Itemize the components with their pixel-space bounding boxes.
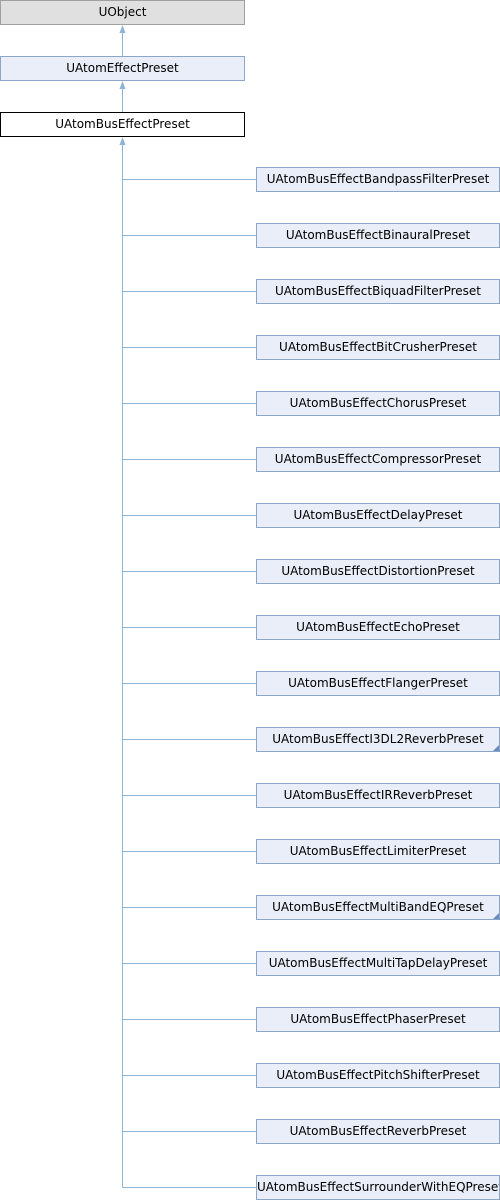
arrow-to-uatomeffectpreset [119, 81, 126, 89]
class-node-child[interactable]: UAtomBusEffectMultiBandEQPreset [256, 895, 500, 920]
class-node-child[interactable]: UAtomBusEffectEchoPreset [256, 615, 500, 640]
class-node-child[interactable]: UAtomBusEffectBinauralPreset [256, 223, 500, 248]
class-node-child[interactable]: UAtomBusEffectDelayPreset [256, 503, 500, 528]
arrow-to-uobject [119, 25, 126, 33]
collapsed-subclasses-marker[interactable] [493, 913, 499, 919]
class-node-uobject[interactable]: UObject [0, 0, 245, 25]
class-node-child[interactable]: UAtomBusEffectDistortionPreset [256, 559, 500, 584]
class-node-child[interactable]: UAtomBusEffectSurrounderWithEQPreset [256, 1175, 500, 1200]
class-node-label: UAtomBusEffectBandpassFilterPreset [266, 172, 490, 186]
class-node-child[interactable]: UAtomBusEffectReverbPreset [256, 1119, 500, 1144]
class-node-label: UAtomBusEffectI3DL2ReverbPreset [272, 732, 484, 746]
class-node-child[interactable]: UAtomBusEffectPitchShifterPreset [256, 1063, 500, 1088]
class-node-child[interactable]: UAtomBusEffectBandpassFilterPreset [256, 167, 500, 192]
class-node-label: UAtomBusEffectSurrounderWithEQPreset [257, 1180, 500, 1194]
collapsed-subclasses-marker[interactable] [493, 745, 499, 751]
class-node-label: UAtomBusEffectBiquadFilterPreset [274, 284, 482, 298]
class-node-child[interactable]: UAtomBusEffectPhaserPreset [256, 1007, 500, 1032]
class-node-label: UAtomBusEffectPitchShifterPreset [276, 1068, 480, 1082]
class-node-label: UAtomBusEffectReverbPreset [289, 1124, 467, 1138]
class-node-child[interactable]: UAtomBusEffectLimiterPreset [256, 839, 500, 864]
class-node-child[interactable]: UAtomBusEffectCompressorPreset [256, 447, 500, 472]
class-node-child[interactable]: UAtomBusEffectMultiTapDelayPreset [256, 951, 500, 976]
class-node-label: UAtomBusEffectDistortionPreset [281, 564, 475, 578]
class-node-label: UAtomBusEffectFlangerPreset [288, 676, 468, 690]
class-node-label: UAtomBusEffectEchoPreset [296, 620, 460, 634]
class-node-label: UAtomBusEffectBitCrusherPreset [279, 340, 477, 354]
class-node-child[interactable]: UAtomBusEffectBitCrusherPreset [256, 335, 500, 360]
class-node-label: UAtomBusEffectPhaserPreset [290, 1012, 466, 1026]
class-node-label: UAtomBusEffectCompressorPreset [274, 452, 482, 466]
class-node-label: UAtomBusEffectMultiBandEQPreset [272, 900, 484, 914]
class-node-label: UAtomBusEffectMultiTapDelayPreset [268, 956, 488, 970]
class-node-uatombuseffectpreset[interactable]: UAtomBusEffectPreset [0, 112, 245, 137]
class-node-child[interactable]: UAtomBusEffectChorusPreset [256, 391, 500, 416]
class-node-uatomeffectpreset[interactable]: UAtomEffectPreset [0, 56, 245, 81]
arrow-to-uatombuseffectpreset [119, 137, 126, 145]
class-node-child[interactable]: UAtomBusEffectIRReverbPreset [256, 783, 500, 808]
class-node-child[interactable]: UAtomBusEffectBiquadFilterPreset [256, 279, 500, 304]
class-node-label: UAtomBusEffectBinauralPreset [285, 228, 471, 242]
class-node-label: UAtomBusEffectIRReverbPreset [283, 788, 473, 802]
class-node-label: UAtomBusEffectChorusPreset [289, 396, 467, 410]
class-node-child[interactable]: UAtomBusEffectI3DL2ReverbPreset [256, 727, 500, 752]
class-node-label: UAtomBusEffectDelayPreset [293, 508, 463, 522]
class-node-child[interactable]: UAtomBusEffectFlangerPreset [256, 671, 500, 696]
class-node-label: UAtomBusEffectLimiterPreset [289, 844, 467, 858]
